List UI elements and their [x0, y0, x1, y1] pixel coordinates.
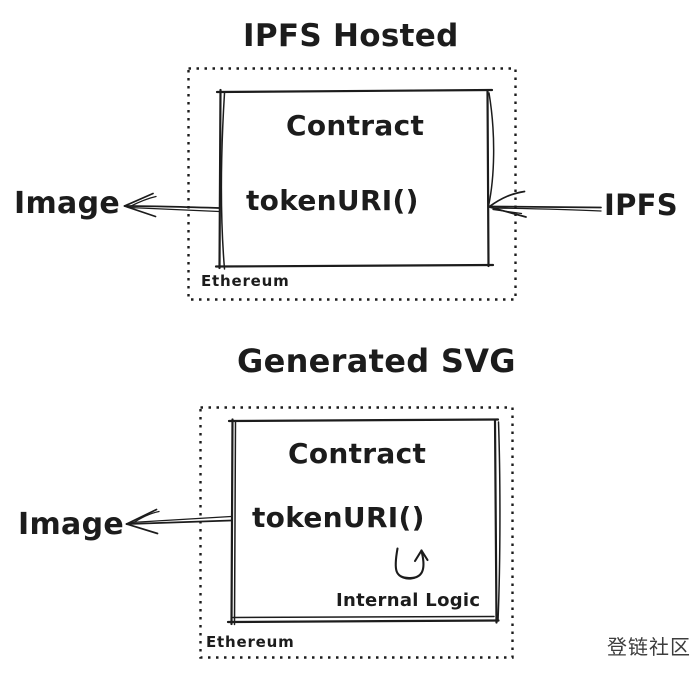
diagram-title-ipfs-hosted: IPFS Hosted	[243, 18, 459, 54]
contract-label-bottom: Contract	[288, 437, 427, 470]
contract-box-bottom	[228, 420, 500, 625]
contract-label-top: Contract	[286, 109, 425, 142]
self-loop-arrow-icon	[396, 549, 428, 579]
diagram-title-generated-svg: Generated SVG	[237, 342, 516, 380]
arrow-from-ipfs	[490, 192, 602, 218]
image-output-label-top: Image	[14, 186, 120, 221]
community-watermark: 登链社区	[607, 635, 691, 659]
arrow-to-image-bottom	[127, 510, 232, 534]
ipfs-source-label: IPFS	[604, 188, 678, 222]
internal-logic-note: Internal Logic	[336, 590, 481, 611]
ethereum-env-label-top: Ethereum	[201, 272, 290, 290]
contract-box-top	[216, 90, 494, 269]
ethereum-boundary-top	[189, 69, 516, 300]
token-uri-method-bottom: tokenURI()	[252, 501, 425, 534]
ethereum-env-label-bottom: Ethereum	[206, 633, 295, 651]
token-uri-method-top: tokenURI()	[246, 184, 419, 217]
image-output-label-bottom: Image	[18, 507, 124, 542]
arrow-to-image-top	[125, 194, 220, 217]
